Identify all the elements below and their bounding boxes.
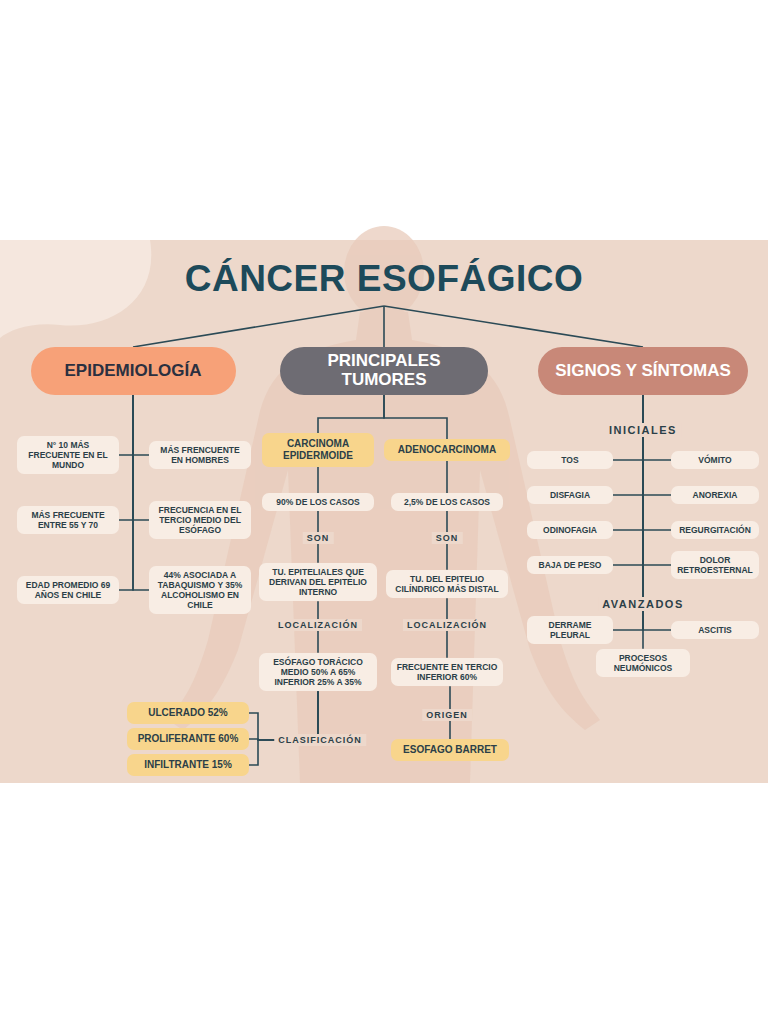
symptom-box: PROCESOS NEUMÓNICOS xyxy=(596,649,690,677)
node-text: FRECUENCIA EN EL TERCIO MEDIO DEL ESÓFAG… xyxy=(154,505,246,536)
connector xyxy=(249,691,318,740)
node-text: FRECUENTE EN TERCIO INFERIOR 60% xyxy=(396,662,498,682)
fact-box: FRECUENCIA EN EL TERCIO MEDIO DEL ESÓFAG… xyxy=(149,501,251,540)
node-text: N° 10 MÁS FRECUENTE EN EL MUNDO xyxy=(22,440,114,471)
band xyxy=(0,240,768,783)
connector-label: AVANZADOS xyxy=(598,597,688,611)
symptom-box: DOLOR RETROESTERNAL xyxy=(671,551,759,579)
title: CÁNCER ESOFÁGICO xyxy=(0,258,768,300)
node-text: PROLIFERANTE 60% xyxy=(138,733,239,745)
node-text: ADENOCARCINOMA xyxy=(398,444,496,456)
section-header: PRINCIPALES TUMORES xyxy=(280,347,488,395)
node-text: ESÓFAGO TORÁCICO MEDIO 50% A 65% INFERIO… xyxy=(264,657,372,688)
fact-box: N° 10 MÁS FRECUENTE EN EL MUNDO xyxy=(17,436,119,475)
tumor-box: CARCINOMA EPIDERMOIDE xyxy=(262,433,374,467)
connector xyxy=(613,395,643,530)
node-text: VÓMITO xyxy=(698,455,731,465)
connector xyxy=(643,395,671,565)
node-text: 2,5% DE LOS CASOS xyxy=(404,497,490,507)
node-text: DISFAGIA xyxy=(550,490,590,500)
node-text: TU. DEL EPITELIO CILÍNDRICO MÁS DISTAL xyxy=(391,574,503,594)
fact-box: 2,5% DE LOS CASOS xyxy=(391,493,503,511)
symptom-box: REGURGITACIÓN xyxy=(671,521,759,539)
symptom-box: ODINOFAGIA xyxy=(527,521,613,539)
class-box: ULCERADO 52% xyxy=(127,702,249,724)
node-text: ODINOFAGIA xyxy=(543,525,597,535)
class-box: PROLIFERANTE 60% xyxy=(127,728,249,750)
node-text: PROCESOS NEUMÓNICOS xyxy=(601,653,685,673)
fact-box: FRECUENTE EN TERCIO INFERIOR 60% xyxy=(391,658,503,686)
fact-box: 44% ASOCIADA A TABAQUISMO Y 35% ALCOHOLI… xyxy=(149,566,251,615)
connector-label: LOCALIZACIÓN xyxy=(274,619,362,631)
title-branches xyxy=(133,306,643,347)
class-box: INFILTRANTE 15% xyxy=(127,754,249,776)
fact-box: MÁS FRENCUENTE EN HOMBRES xyxy=(149,441,251,469)
symptom-box: DISFAGIA xyxy=(527,486,613,504)
node-text: TU. EPITELIALES QUE DERIVAN DEL EPITELIO… xyxy=(264,567,372,598)
fact-box: TU. EPITELIALES QUE DERIVAN DEL EPITELIO… xyxy=(259,563,377,602)
connector xyxy=(643,395,671,530)
node-text: EDAD PROMEDIO 69 AÑOS EN CHILE xyxy=(22,580,114,600)
node-text: PRINCIPALES TUMORES xyxy=(292,352,476,389)
connector xyxy=(133,395,149,520)
node-text: 44% ASOCIADA A TABAQUISMO Y 35% ALCOHOLI… xyxy=(154,570,246,611)
node-text: DERRAME PLEURAL xyxy=(532,620,608,640)
symptom-box: DERRAME PLEURAL xyxy=(527,616,613,644)
node-text: 90% DE LOS CASOS xyxy=(276,497,360,507)
connector xyxy=(613,395,643,495)
connector-label: CLASIFICACIÓN xyxy=(274,734,366,746)
origin-box: ESOFAGO BARRET xyxy=(391,739,509,761)
connector xyxy=(384,395,447,439)
symptom-box: ANOREXIA xyxy=(671,486,759,504)
fact-box: MÁS FRECUENTE ENTRE 55 Y 70 xyxy=(17,506,119,534)
connector xyxy=(613,395,643,565)
node-text: TOS xyxy=(561,455,578,465)
node-text: BAJA DE PESO xyxy=(539,560,602,570)
connector-label: LOCALIZACIÓN xyxy=(403,619,491,631)
symptom-box: BAJA DE PESO xyxy=(527,556,613,574)
symptom-box: TOS xyxy=(527,451,613,469)
connector-label: SON xyxy=(303,532,334,544)
node-text: MÁS FRECUENTE ENTRE 55 Y 70 xyxy=(22,510,114,530)
node-text: EPIDEMIOLOGÍA xyxy=(65,362,202,381)
connector-label: ORIGEN xyxy=(422,709,472,721)
connector xyxy=(643,395,671,495)
fact-box: TU. DEL EPITELIO CILÍNDRICO MÁS DISTAL xyxy=(386,570,508,598)
node-text: DOLOR RETROESTERNAL xyxy=(676,555,754,575)
tumor-box: ADENOCARCINOMA xyxy=(384,439,510,461)
fact-box: ESÓFAGO TORÁCICO MEDIO 50% A 65% INFERIO… xyxy=(259,653,377,692)
connector xyxy=(249,691,318,740)
symptom-box: VÓMITO xyxy=(671,451,759,469)
node-text: ULCERADO 52% xyxy=(148,707,227,719)
node-text: REGURGITACIÓN xyxy=(679,525,751,535)
connector xyxy=(133,395,149,455)
fact-box: 90% DE LOS CASOS xyxy=(262,493,374,511)
node-text: INFILTRANTE 15% xyxy=(144,759,232,771)
connector-label: INICIALES xyxy=(605,423,681,437)
connector xyxy=(133,395,149,590)
connector xyxy=(119,395,133,590)
connector xyxy=(317,467,319,493)
connector xyxy=(318,395,384,433)
blob xyxy=(0,240,151,338)
connector xyxy=(249,691,318,765)
connector xyxy=(119,395,133,520)
fact-box: EDAD PROMEDIO 69 AÑOS EN CHILE xyxy=(17,576,119,604)
node-text: MÁS FRENCUENTE EN HOMBRES xyxy=(154,445,246,465)
node-text: SIGNOS Y SÍNTOMAS xyxy=(555,362,731,381)
node-text: CARCINOMA EPIDERMOIDE xyxy=(268,438,368,462)
node-text: ESOFAGO BARRET xyxy=(403,744,497,756)
section-header: SIGNOS Y SÍNTOMAS xyxy=(538,347,748,395)
connector-label: SON xyxy=(432,532,463,544)
node-text: ASCITIS xyxy=(698,625,732,635)
node-text: ANOREXIA xyxy=(693,490,738,500)
section-header: EPIDEMIOLOGÍA xyxy=(31,347,236,395)
connector xyxy=(446,461,448,493)
symptom-box: ASCITIS xyxy=(671,621,759,639)
connector xyxy=(119,395,133,455)
